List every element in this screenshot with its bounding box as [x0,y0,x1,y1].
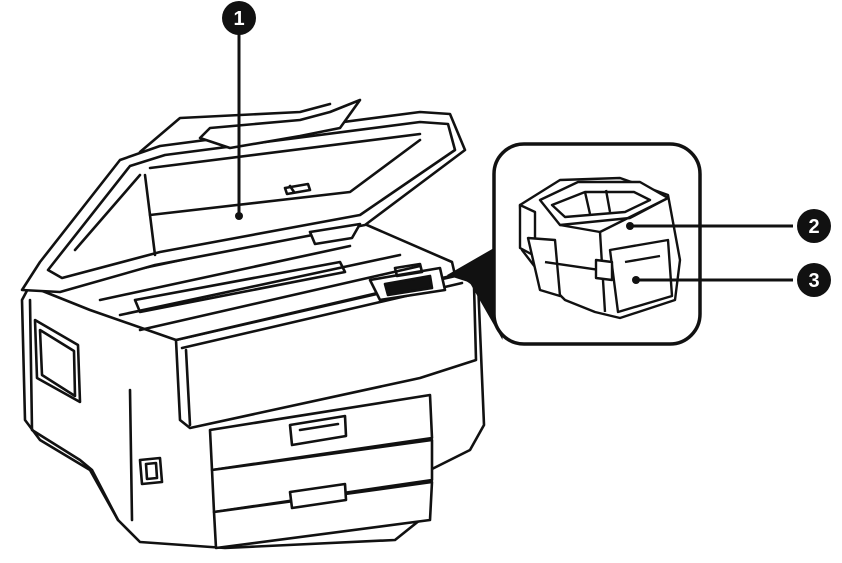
callout-2-badge: 2 [797,209,831,243]
paper-cassette-lower [210,438,434,550]
callout-1-number: 1 [233,8,244,30]
callout-1-dot [235,212,243,220]
callout-3-dot [632,276,640,284]
callout-3-badge: 3 [797,263,831,297]
callout-3-number: 3 [808,270,819,292]
callout-1-badge: 1 [222,1,256,35]
scanner-unit [20,110,467,294]
print-head-cartridge [518,176,682,320]
paper-cassette-upper [208,393,434,472]
callout-2-number: 2 [808,216,819,238]
callout-2-dot [626,222,634,230]
